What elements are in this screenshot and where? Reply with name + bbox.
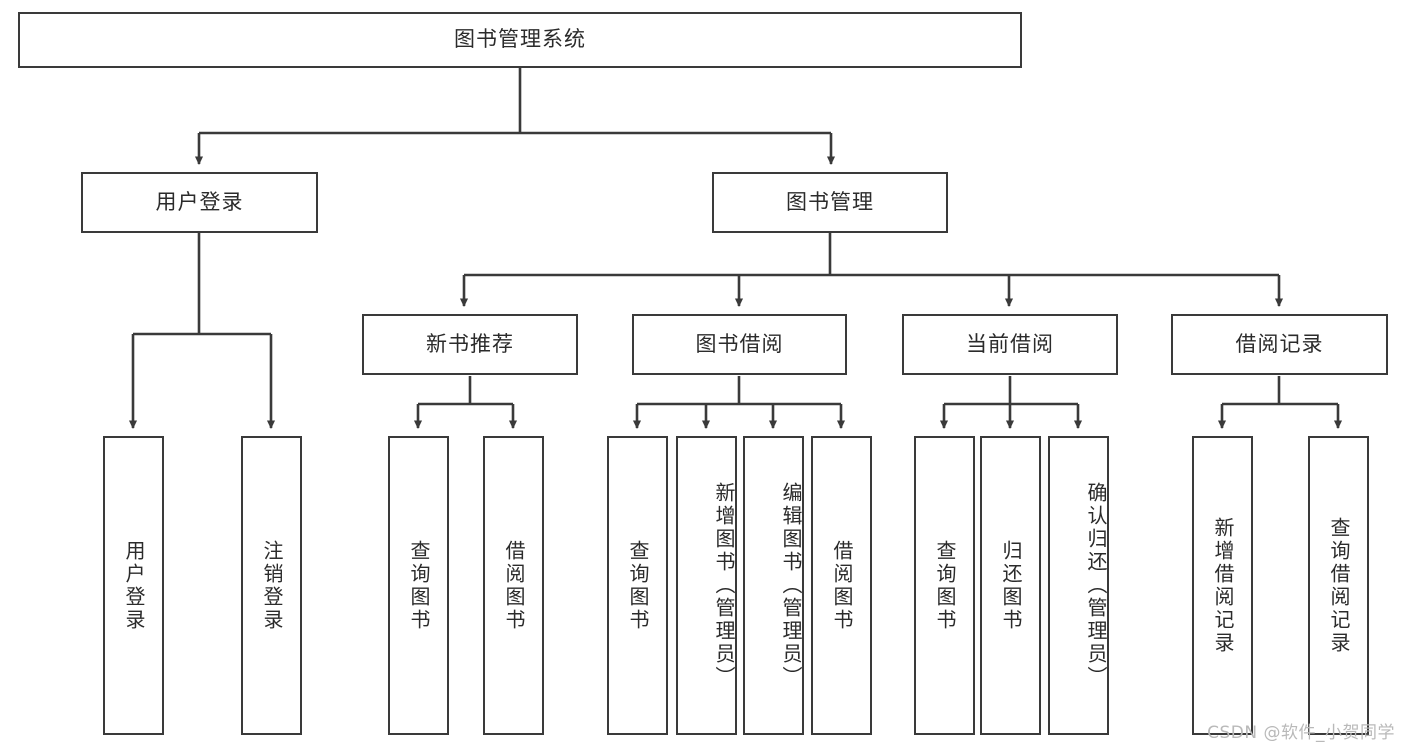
leaf-borrow-book-recommend[interactable]: 借阅图书 (483, 436, 544, 735)
leaf-return-book[interactable]: 归还图书 (980, 436, 1041, 735)
node-label: 新增借阅记录 (1211, 516, 1235, 655)
leaf-query-book-recommend[interactable]: 查询图书 (388, 436, 449, 735)
node-label: 图书管理系统 (454, 27, 586, 52)
node-label: 查询借阅记录 (1327, 516, 1351, 655)
leaf-add-borrow-record[interactable]: 新增借阅记录 (1192, 436, 1253, 735)
node-label: 查询图书 (933, 539, 957, 632)
node-current-borrow[interactable]: 当前借阅 (902, 314, 1118, 375)
node-borrow-record[interactable]: 借阅记录 (1171, 314, 1388, 375)
leaf-user-login[interactable]: 用户登录 (103, 436, 164, 735)
node-book-borrow[interactable]: 图书借阅 (632, 314, 847, 375)
node-book-management[interactable]: 图书管理 (712, 172, 948, 233)
csdn-watermark: CSDN @软件_小贺同学 (1207, 723, 1395, 743)
node-label: 查询图书 (626, 539, 650, 632)
node-label: 归还图书 (999, 539, 1023, 632)
leaf-query-borrow-record[interactable]: 查询借阅记录 (1308, 436, 1369, 735)
leaf-query-book-current[interactable]: 查询图书 (914, 436, 975, 735)
leaf-edit-book-admin[interactable]: 编辑图书（管理员） (743, 436, 804, 735)
leaf-logout[interactable]: 注销登录 (241, 436, 302, 735)
node-label: 用户登录 (122, 539, 146, 632)
node-label: 图书管理 (786, 189, 874, 214)
node-label: 确认归还（管理员） (1084, 482, 1108, 689)
node-label: 图书借阅 (695, 331, 784, 356)
node-root-book-management-system[interactable]: 图书管理系统 (18, 12, 1022, 68)
node-label: 新增图书（管理员） (712, 482, 736, 689)
node-label: 借阅图书 (830, 539, 854, 632)
node-label: 当前借阅 (966, 331, 1054, 356)
leaf-add-book-admin[interactable]: 新增图书（管理员） (676, 436, 737, 735)
node-label: 注销登录 (260, 539, 284, 632)
leaf-borrow-book[interactable]: 借阅图书 (811, 436, 872, 735)
node-label: 用户登录 (155, 189, 244, 214)
node-label: 借阅图书 (502, 539, 526, 632)
leaf-query-book-borrow[interactable]: 查询图书 (607, 436, 668, 735)
node-label: 编辑图书（管理员） (779, 482, 803, 689)
node-user-login[interactable]: 用户登录 (81, 172, 318, 233)
node-label: 借阅记录 (1235, 331, 1324, 356)
node-new-book-recommend[interactable]: 新书推荐 (362, 314, 578, 375)
node-label: 新书推荐 (426, 331, 514, 356)
leaf-confirm-return-admin[interactable]: 确认归还（管理员） (1048, 436, 1109, 735)
node-label: 查询图书 (407, 539, 431, 632)
